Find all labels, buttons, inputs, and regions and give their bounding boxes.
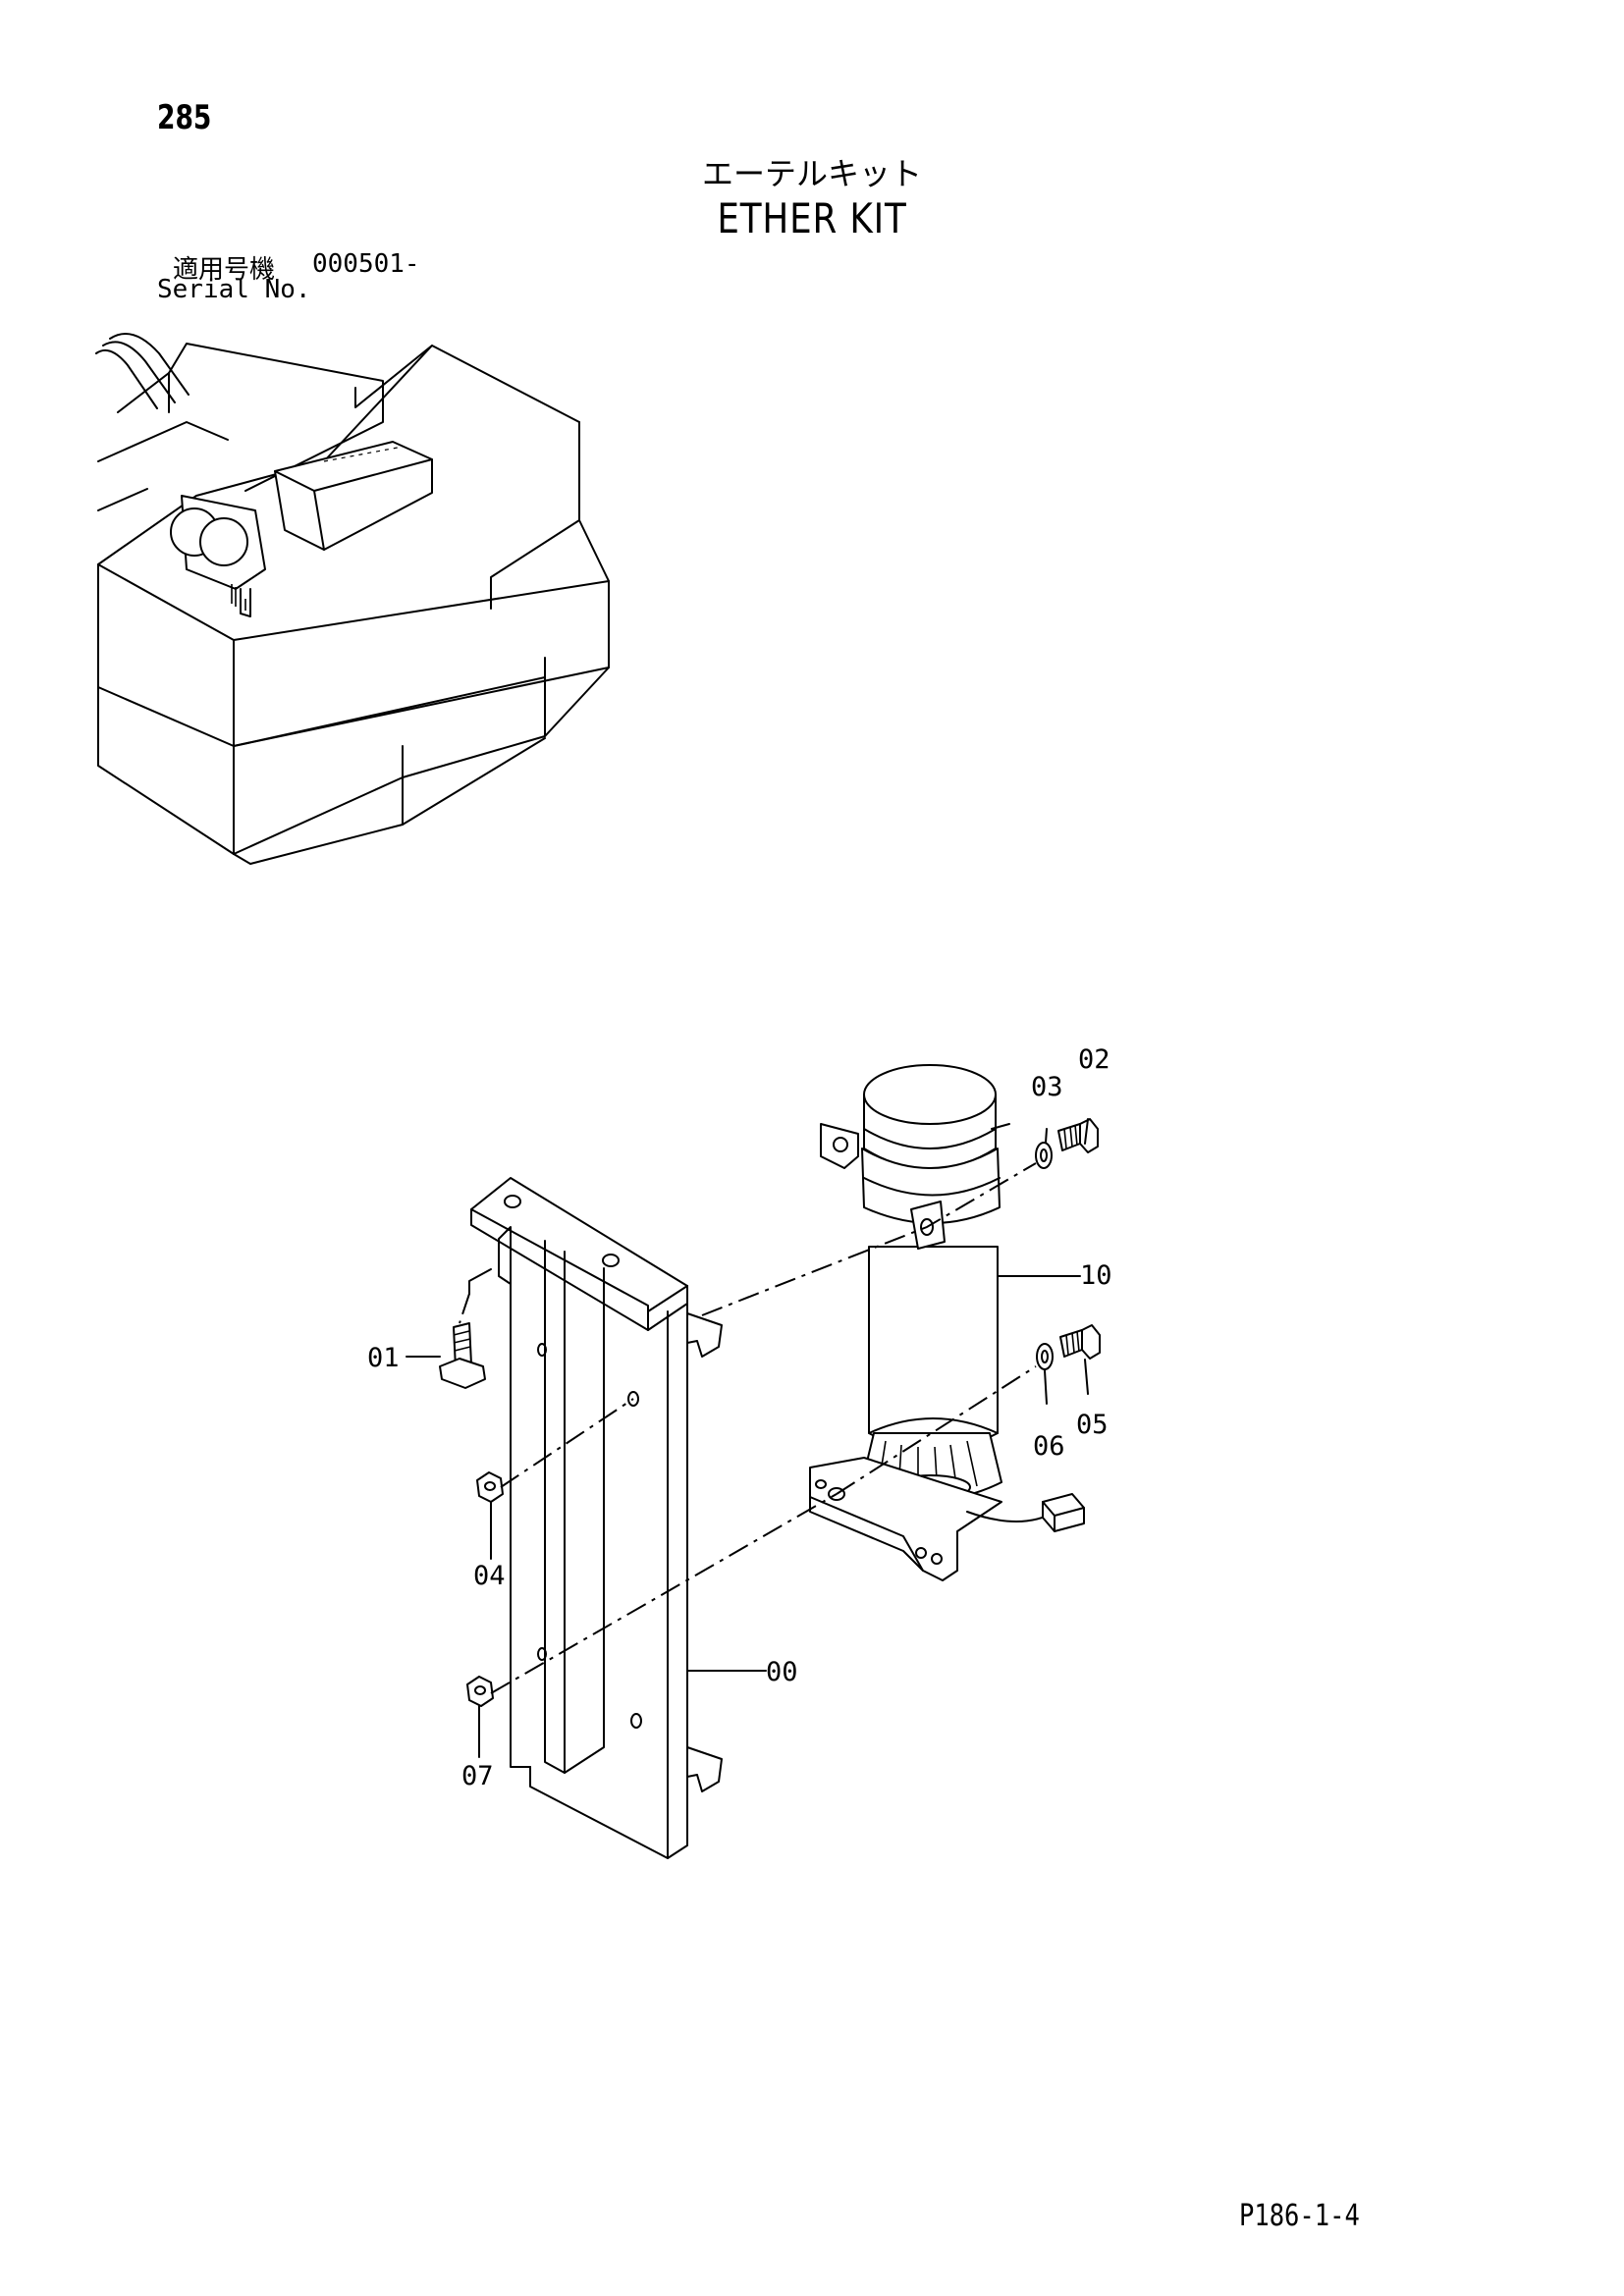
serial-label-english: Serial No. [157,275,311,304]
callout-05: 05 [1076,1410,1109,1440]
bolt-icon [1057,1118,1099,1153]
bolt-icon [1059,1324,1101,1360]
callout-01: 01 [367,1343,400,1373]
bolt-icon [439,1322,486,1389]
washer-icon [1035,1142,1053,1169]
machine-overview [95,333,610,865]
mounting-bracket-icon [470,1177,723,1859]
drawing-code: P186-1-4 [1239,2199,1360,2233]
serial-value: 000501- [312,249,420,279]
callout-07: 07 [461,1761,494,1791]
nut-icon [476,1471,504,1503]
callout-03: 03 [1031,1072,1063,1102]
callout-02: 02 [1078,1044,1110,1075]
washer-icon [1036,1343,1054,1370]
nut-icon [466,1676,494,1707]
title-japanese: エーテルキット [701,155,922,192]
callout-10: 10 [1080,1260,1112,1291]
callout-04: 04 [473,1561,506,1591]
page-number: 285 [157,98,212,137]
callout-06: 06 [1033,1431,1065,1462]
exploded-parts-drawing [406,1064,1101,1859]
callout-00: 00 [766,1657,798,1687]
title-english: ETHER KIT [717,194,907,242]
serial-label-japanese: 適用号機 [173,255,276,285]
ether-cylinder-icon [809,1064,1085,1581]
